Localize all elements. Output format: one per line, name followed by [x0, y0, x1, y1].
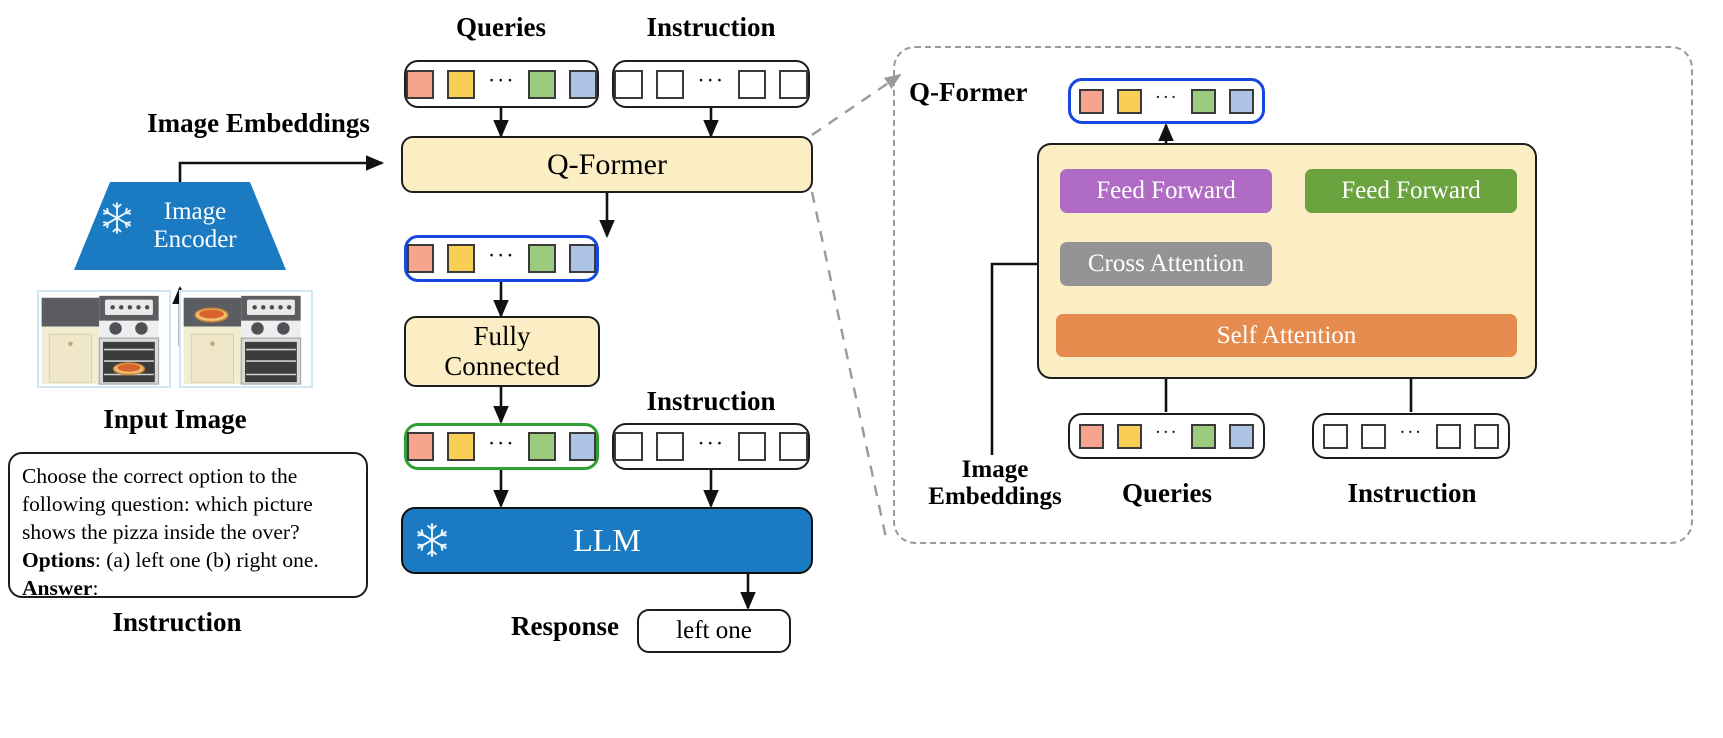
query-token-red [407, 432, 435, 461]
query-token-green [528, 69, 557, 99]
response-value: left one [676, 617, 752, 644]
fully-connected-line1: Fully [473, 320, 531, 351]
image-embeddings-line1: Image [961, 456, 1029, 483]
query-token-green [1191, 88, 1217, 114]
token-ellipsis: ··· [697, 430, 725, 456]
fully-connected-label: Fully Connected [444, 320, 560, 381]
token-ellipsis: ··· [697, 68, 725, 94]
instruction-token [655, 69, 685, 99]
qformer-detail-instruction-strip: ··· [1312, 413, 1510, 459]
snowflake-icon [417, 523, 447, 557]
self-attention-label: Self Attention [1216, 321, 1357, 349]
instruction-token-strip-bottom: ··· [612, 423, 810, 470]
query-token-blue [568, 244, 596, 273]
encoder-label-line1: Image [163, 198, 227, 225]
fully-connected-line2: Connected [444, 350, 560, 381]
q-former-block: Q-Former [401, 136, 813, 193]
instruction-token [737, 432, 767, 461]
query-token-red [407, 244, 435, 273]
prompt-line-3: shows the pizza inside the over? [22, 519, 300, 544]
cross-attention-label: Cross Attention [1087, 250, 1245, 277]
prompt-options-rest: : (a) left one (b) right one. [94, 547, 319, 572]
token-ellipsis: ··· [487, 430, 516, 456]
instruction-token [779, 69, 808, 99]
prompt-line-2: following question: which picture [22, 491, 313, 516]
token-ellipsis: ··· [1399, 422, 1423, 444]
queries-label-center: Queries [456, 12, 546, 42]
query-token-green [528, 244, 556, 273]
prompt-answer-key: Answer [22, 575, 93, 600]
queries-token-strip: ··· [404, 60, 599, 108]
instruction-prompt-card: Choose the correct option to the followi… [8, 452, 368, 600]
instruction-label-left: Instruction [112, 607, 242, 637]
feed-forward-right-block: Feed Forward [1305, 169, 1517, 213]
query-token-yellow [447, 432, 475, 461]
token-ellipsis: ··· [487, 68, 516, 94]
query-token-green [528, 432, 556, 461]
instruction-token [1361, 423, 1387, 449]
fully-connected-block: Fully Connected [404, 316, 600, 387]
token-ellipsis: ··· [1154, 422, 1179, 444]
queries-label-right: Queries [1122, 478, 1212, 508]
instruction-token [737, 69, 767, 99]
query-token-green [1191, 423, 1217, 449]
query-token-yellow [1116, 423, 1142, 449]
query-token-red [1078, 88, 1104, 114]
prompt-answer-line: Answer: [22, 575, 354, 603]
image-embeddings-line2: Embeddings [928, 483, 1062, 510]
qformer-output-token-strip: ··· [404, 235, 599, 282]
response-value-box: left one [637, 609, 791, 653]
token-ellipsis: ··· [487, 242, 516, 268]
feed-forward-right-label: Feed Forward [1341, 177, 1481, 204]
instruction-token [1473, 423, 1499, 449]
query-token-blue [1229, 423, 1255, 449]
query-token-red [406, 69, 434, 99]
encoder-label: Image Encoder [123, 198, 236, 254]
query-token-yellow [447, 244, 475, 273]
llm-label: LLM [573, 522, 641, 558]
query-token-red [1078, 423, 1104, 449]
qformer-panel-title: Q-Former [909, 77, 1028, 107]
cross-attention-block: Cross Attention [1060, 242, 1272, 286]
prompt-answer-rest: : [92, 575, 99, 600]
instruction-token [1323, 423, 1349, 449]
qformer-detail-panel [893, 46, 1693, 544]
instruction-label-center-bottom: Instruction [646, 386, 776, 416]
input-image-label: Input Image [103, 404, 247, 434]
query-token-blue [569, 69, 597, 99]
llm-block: LLM [401, 507, 813, 574]
query-token-blue [1229, 88, 1255, 114]
query-token-yellow [1116, 88, 1142, 114]
image-embeddings-label-right: Image Embeddings [905, 456, 1085, 510]
token-ellipsis: ··· [1154, 87, 1179, 109]
prompt-options-line: Options: (a) left one (b) right one. [22, 547, 354, 575]
llm-input-token-strip: ··· [404, 423, 599, 470]
instruction-token [1435, 423, 1461, 449]
q-former-label: Q-Former [547, 147, 667, 181]
response-label: Response [510, 611, 619, 641]
prompt-options-key: Options [22, 547, 95, 572]
feed-forward-left-label: Feed Forward [1096, 177, 1236, 204]
instruction-label-right: Instruction [1347, 478, 1477, 508]
input-thumbnail-left [37, 290, 171, 388]
image-embeddings-label: Image Embeddings [147, 108, 370, 138]
self-attention-block: Self Attention [1056, 314, 1517, 357]
instruction-token-strip-top: ··· [612, 60, 810, 108]
qformer-detail-output-token-strip: ··· [1068, 78, 1265, 124]
query-token-yellow [446, 69, 475, 99]
instruction-label-center-top: Instruction [646, 12, 776, 42]
prompt-line-1: Choose the correct option to the [22, 464, 298, 488]
qformer-detail-queries-strip: ··· [1068, 413, 1265, 459]
feed-forward-left-block: Feed Forward [1060, 169, 1272, 213]
query-token-blue [568, 432, 596, 461]
image-encoder-block: Image Encoder [74, 182, 286, 270]
instruction-token [614, 69, 643, 99]
input-thumbnail-right [179, 290, 313, 388]
instruction-token [614, 432, 643, 461]
instruction-token [779, 432, 808, 461]
instruction-token [655, 432, 685, 461]
snowflake-icon [103, 202, 131, 234]
encoder-label-line2: Encoder [153, 226, 237, 253]
